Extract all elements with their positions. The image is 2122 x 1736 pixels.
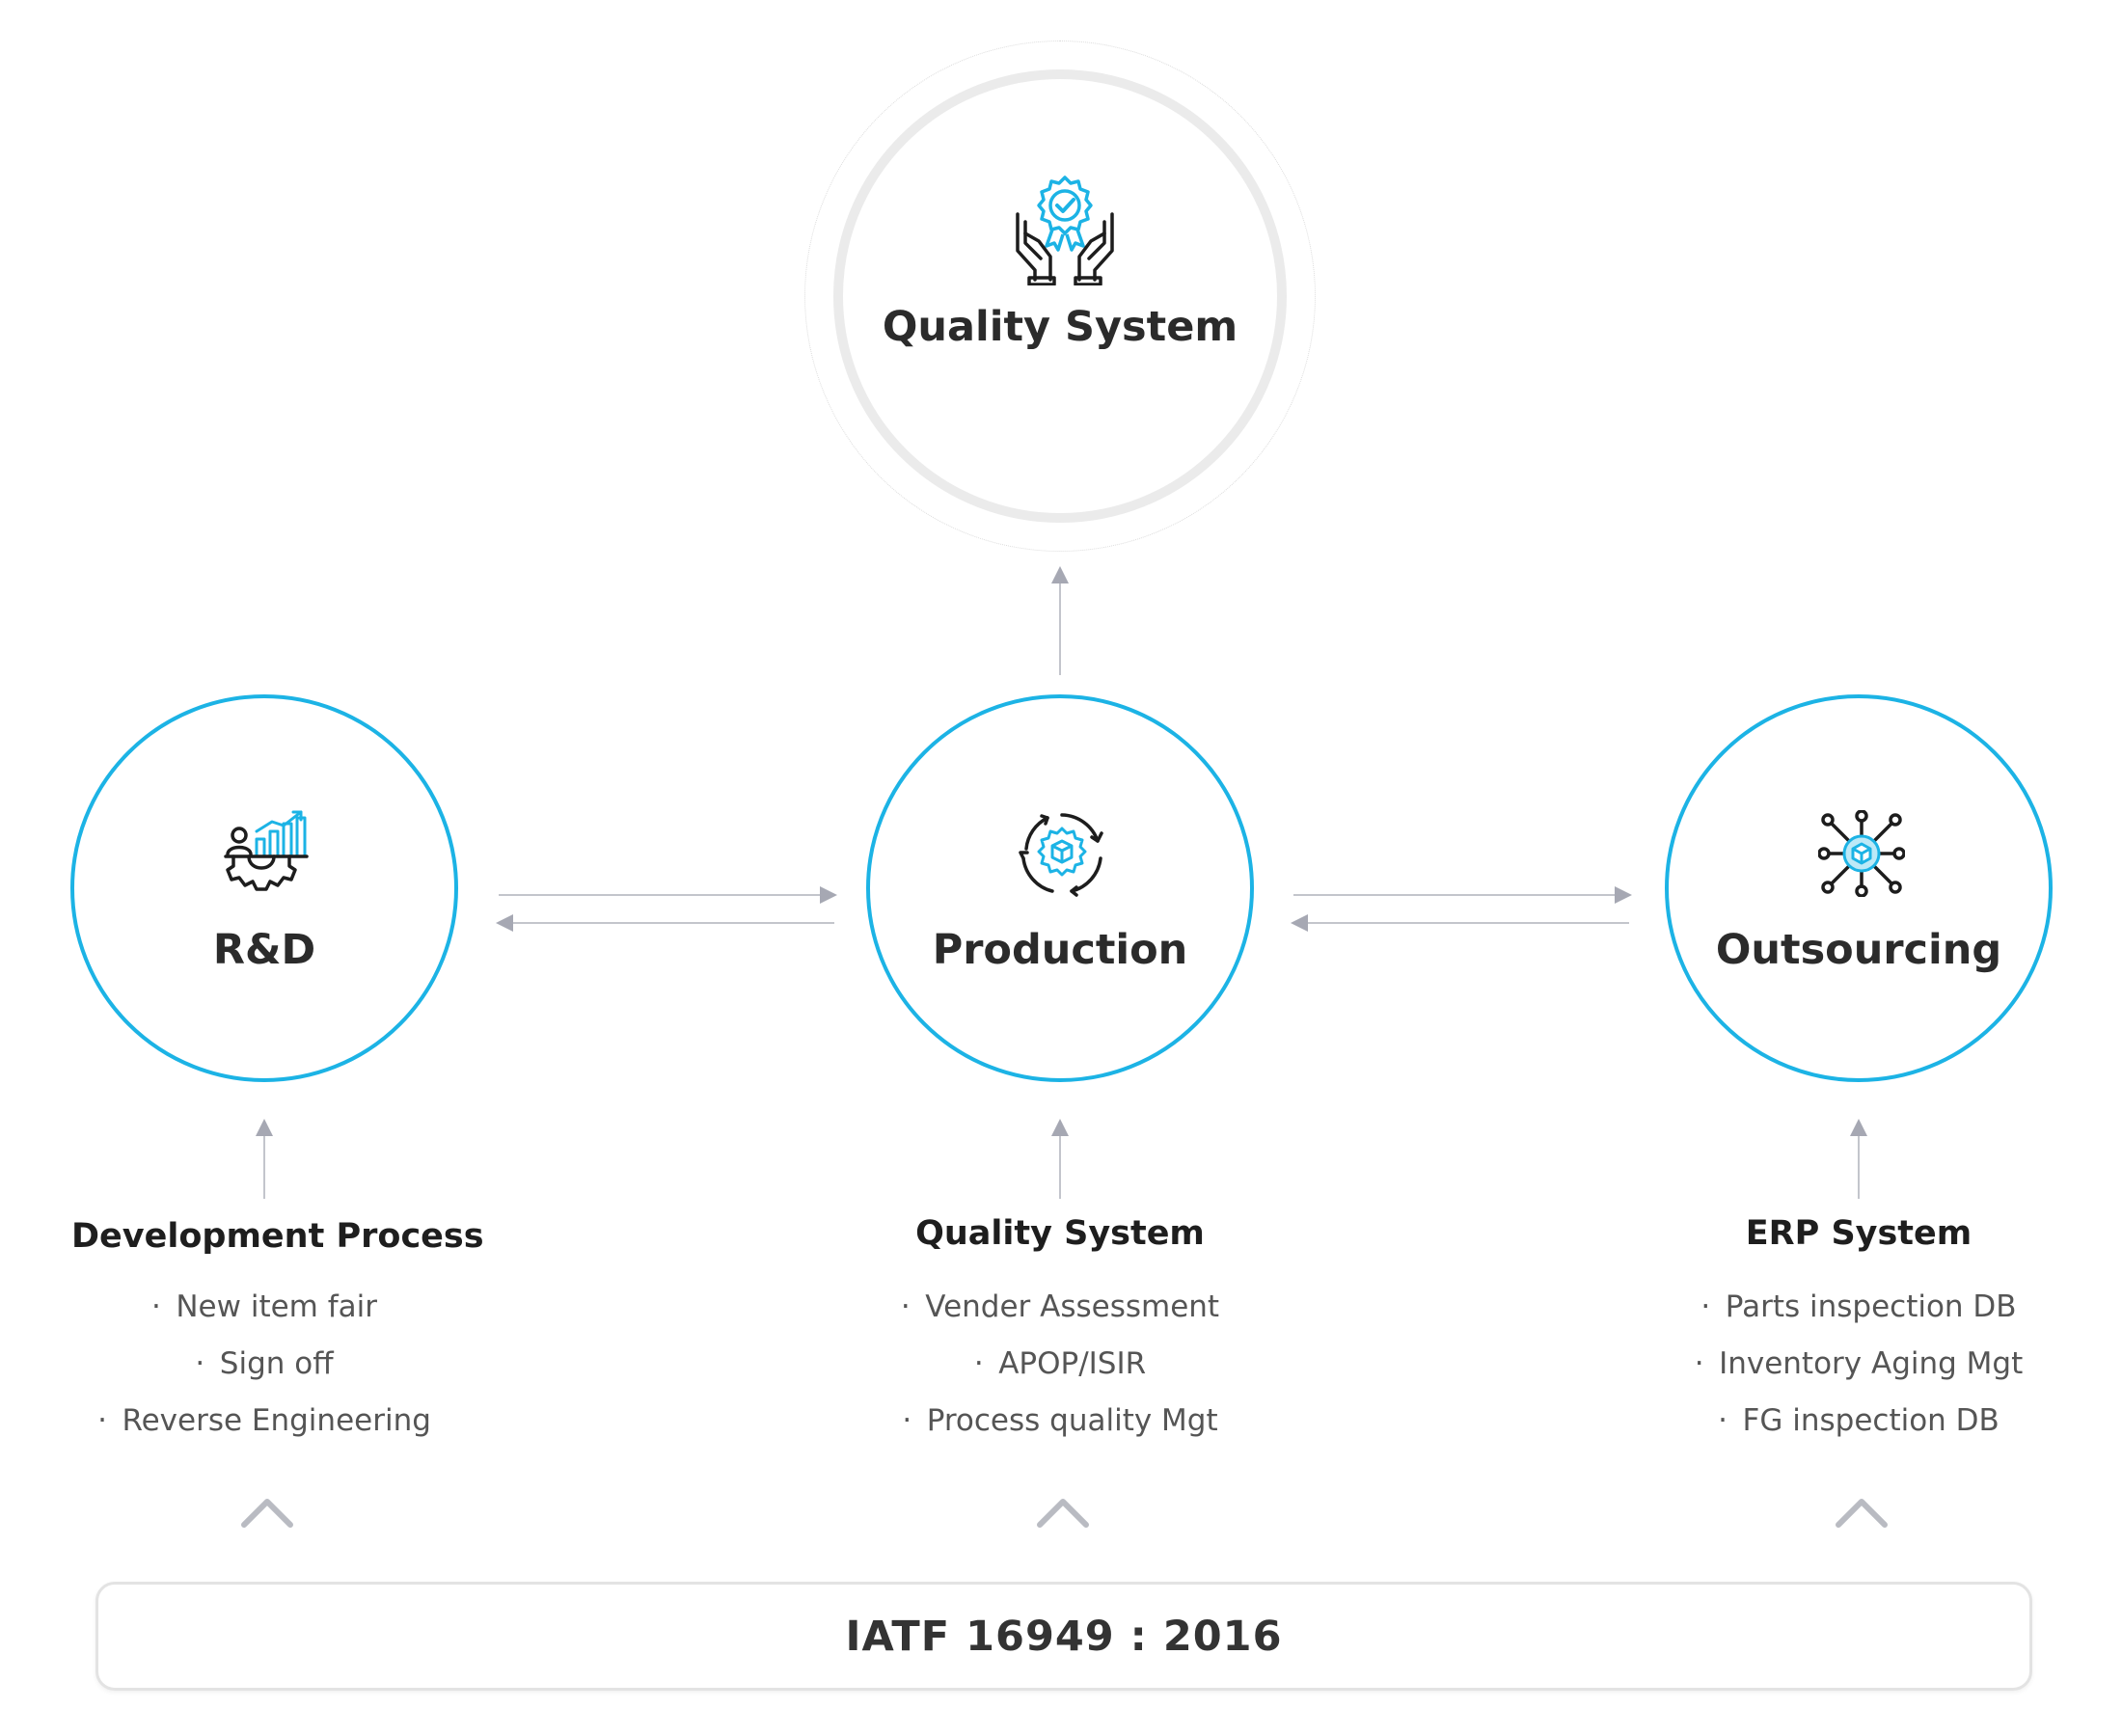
list-item: Reverse Engineering bbox=[71, 1393, 457, 1450]
chevron-up-icon bbox=[1037, 1499, 1089, 1528]
list-item: APOP/ISIR bbox=[867, 1336, 1253, 1393]
development-process-list: New item fair Sign off Reverse Engineeri… bbox=[71, 1279, 457, 1450]
rnd-growth-chart-icon bbox=[224, 810, 309, 891]
quality-system-title: Quality System bbox=[882, 303, 1238, 351]
outsourcing-circle: Outsourcing bbox=[1665, 694, 2053, 1082]
iatf-standard-box: IATF 16949 : 2016 bbox=[95, 1582, 2032, 1691]
chevron-up-icon bbox=[1836, 1499, 1888, 1528]
production-cycle-gear-icon bbox=[1019, 813, 1103, 897]
list-item: Parts inspection DB bbox=[1666, 1279, 2052, 1336]
erp-system-list: Parts inspection DB Inventory Aging Mgt … bbox=[1666, 1279, 2052, 1450]
list-item: FG inspection DB bbox=[1666, 1393, 2052, 1450]
production-title: Production bbox=[932, 926, 1188, 974]
quality-award-hands-icon bbox=[1016, 176, 1114, 285]
quality-system-circle: Quality System bbox=[833, 69, 1287, 523]
list-item: New item fair bbox=[71, 1279, 457, 1336]
outsourcing-title: Outsourcing bbox=[1715, 926, 2002, 974]
section-title-quality-system: Quality System bbox=[915, 1214, 1205, 1253]
list-item: Inventory Aging Mgt bbox=[1666, 1336, 2052, 1393]
rnd-circle: R&D bbox=[70, 694, 458, 1082]
list-item: Process quality Mgt bbox=[867, 1393, 1253, 1450]
production-circle: Production bbox=[866, 694, 1254, 1082]
quality-system-list: Vender Assessment APOP/ISIR Process qual… bbox=[867, 1279, 1253, 1450]
list-item: Sign off bbox=[71, 1336, 457, 1393]
section-title-development-process: Development Process bbox=[71, 1217, 484, 1256]
chevron-up-icon bbox=[241, 1499, 293, 1528]
quality-system-outer-ring bbox=[804, 41, 1316, 552]
iatf-standard-label: IATF 16949 : 2016 bbox=[845, 1612, 1283, 1661]
section-title-erp-system: ERP System bbox=[1745, 1214, 1972, 1253]
list-item: Vender Assessment bbox=[867, 1279, 1253, 1336]
outsourcing-network-icon bbox=[1818, 810, 1905, 897]
rnd-title: R&D bbox=[212, 926, 316, 974]
